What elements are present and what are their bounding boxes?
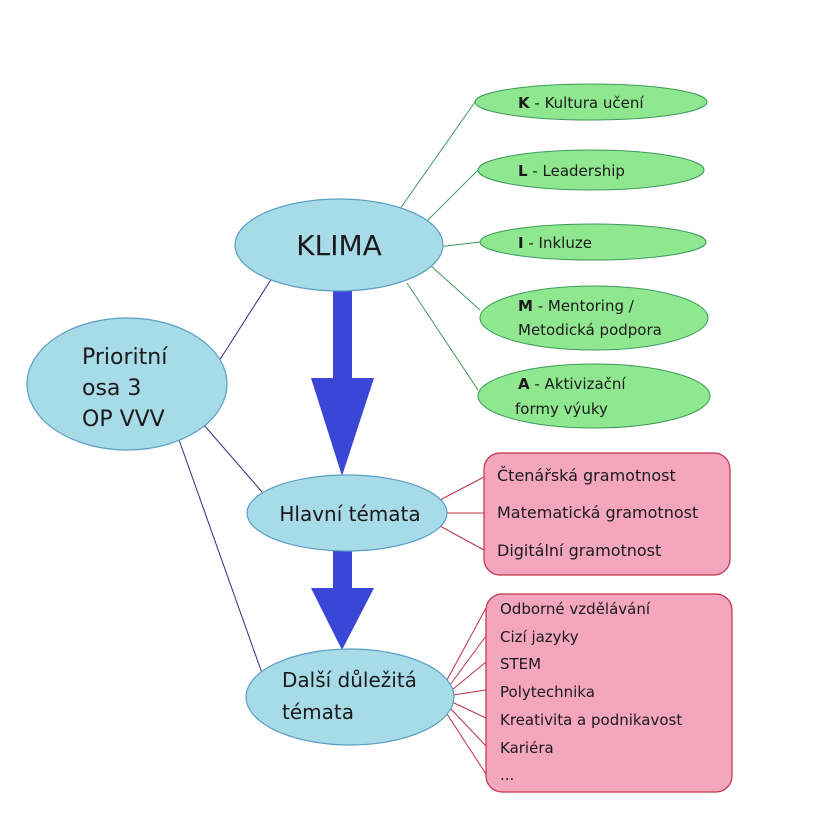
dalsi-temata-node: Další důležitá témata — [245, 648, 455, 746]
klima-child-a-text: - Aktivizační — [530, 375, 627, 393]
klima-child-k-text: - Kultura učení — [530, 94, 645, 112]
klima-child-k-letter: K — [518, 94, 531, 112]
svg-text:L - Leadership: L - Leadership — [518, 162, 625, 180]
other-topic-item: Cizí jazyky — [500, 628, 579, 646]
connector-dalsi-1 — [446, 607, 487, 681]
connector-dalsi-4 — [452, 689, 487, 696]
svg-text:A - Aktivizační: A - Aktivizační — [518, 375, 626, 393]
other-topic-item: ... — [500, 766, 514, 784]
root-line-3: OP VVV — [82, 407, 165, 432]
klima-child-a-line2: formy výuky — [515, 400, 608, 418]
connector-root-klima — [211, 277, 273, 373]
dalsi-connectors — [446, 607, 487, 775]
connector-root-dalsi — [177, 436, 269, 691]
klima-label: KLIMA — [296, 229, 382, 262]
main-topic-item: Matematická gramotnost — [497, 503, 698, 522]
klima-child-a-letter: A — [518, 375, 530, 393]
dalsi-temata-line-2: témata — [282, 700, 354, 724]
main-topic-item: Čtenářská gramotnost — [497, 466, 676, 485]
klima-child-m-line2: Metodická podpora — [518, 321, 662, 339]
root-node: Prioritní osa 3 OP VVV — [26, 317, 228, 451]
other-topic-item: STEM — [500, 655, 541, 673]
klima-child-k: K - Kultura učení — [474, 83, 708, 121]
flow-arrows — [311, 286, 374, 650]
klima-children: K - Kultura učení L - Leadership I - Ink… — [474, 83, 711, 429]
connector-klima-i — [436, 241, 481, 248]
klima-child-l: L - Leadership — [477, 149, 705, 191]
klima-child-m-letter: M — [518, 297, 533, 315]
arrow-hlavni-to-dalsi — [311, 538, 374, 650]
other-topic-item: Polytechnika — [500, 683, 595, 701]
root-line-1: Prioritní — [82, 345, 168, 370]
main-topic-item: Digitální gramotnost — [497, 541, 661, 560]
klima-child-m: M - Mentoring / Metodická podpora — [479, 285, 709, 351]
connector-hlavni-1 — [439, 476, 485, 501]
connector-dalsi-2 — [449, 635, 487, 686]
arrow-klima-to-hlavni — [311, 286, 374, 476]
connector-dalsi-3 — [451, 661, 487, 691]
hlavni-temata-label: Hlavní témata — [279, 502, 420, 526]
svg-text:M - Mentoring /: M - Mentoring / — [518, 297, 635, 315]
connector-klima-k — [387, 101, 476, 227]
connector-klima-m — [429, 264, 481, 311]
connector-root-hlavni — [196, 416, 263, 493]
root-connectors — [177, 277, 273, 691]
klima-child-i-text: - Inkluze — [524, 234, 592, 252]
dalsi-temata-line-1: Další důležitá — [282, 668, 417, 692]
klima-child-m-text: - Mentoring / — [533, 297, 635, 315]
connector-dalsi-7 — [446, 713, 487, 775]
klima-node: KLIMA — [234, 198, 444, 292]
klima-child-i-letter: I — [518, 234, 524, 252]
hlavni-temata-node: Hlavní témata — [246, 474, 448, 552]
other-topic-item: Kreativita a podnikavost — [500, 711, 682, 729]
connector-dalsi-6 — [449, 707, 487, 747]
hlavni-connectors — [439, 476, 485, 551]
other-topic-item: Kariéra — [500, 739, 554, 757]
svg-text:K - Kultura učení: K - Kultura učení — [518, 94, 644, 112]
klima-child-l-text: - Leadership — [528, 162, 625, 180]
klima-child-a: A - Aktivizační formy výuky — [477, 363, 711, 429]
klima-child-i: I - Inkluze — [479, 223, 707, 261]
connector-dalsi-5 — [451, 701, 487, 719]
other-topics-box: Odborné vzdělávání Cizí jazyky STEM Poly… — [485, 593, 733, 793]
main-topics-box: Čtenářská gramotnost Matematická gramotn… — [483, 452, 731, 576]
other-topic-item: Odborné vzdělávání — [500, 600, 651, 618]
svg-text:I - Inkluze: I - Inkluze — [518, 234, 592, 252]
klima-child-l-letter: L — [518, 162, 528, 180]
root-line-2: osa 3 — [82, 376, 141, 401]
connector-klima-a — [406, 282, 479, 391]
connector-hlavni-3 — [439, 525, 485, 551]
